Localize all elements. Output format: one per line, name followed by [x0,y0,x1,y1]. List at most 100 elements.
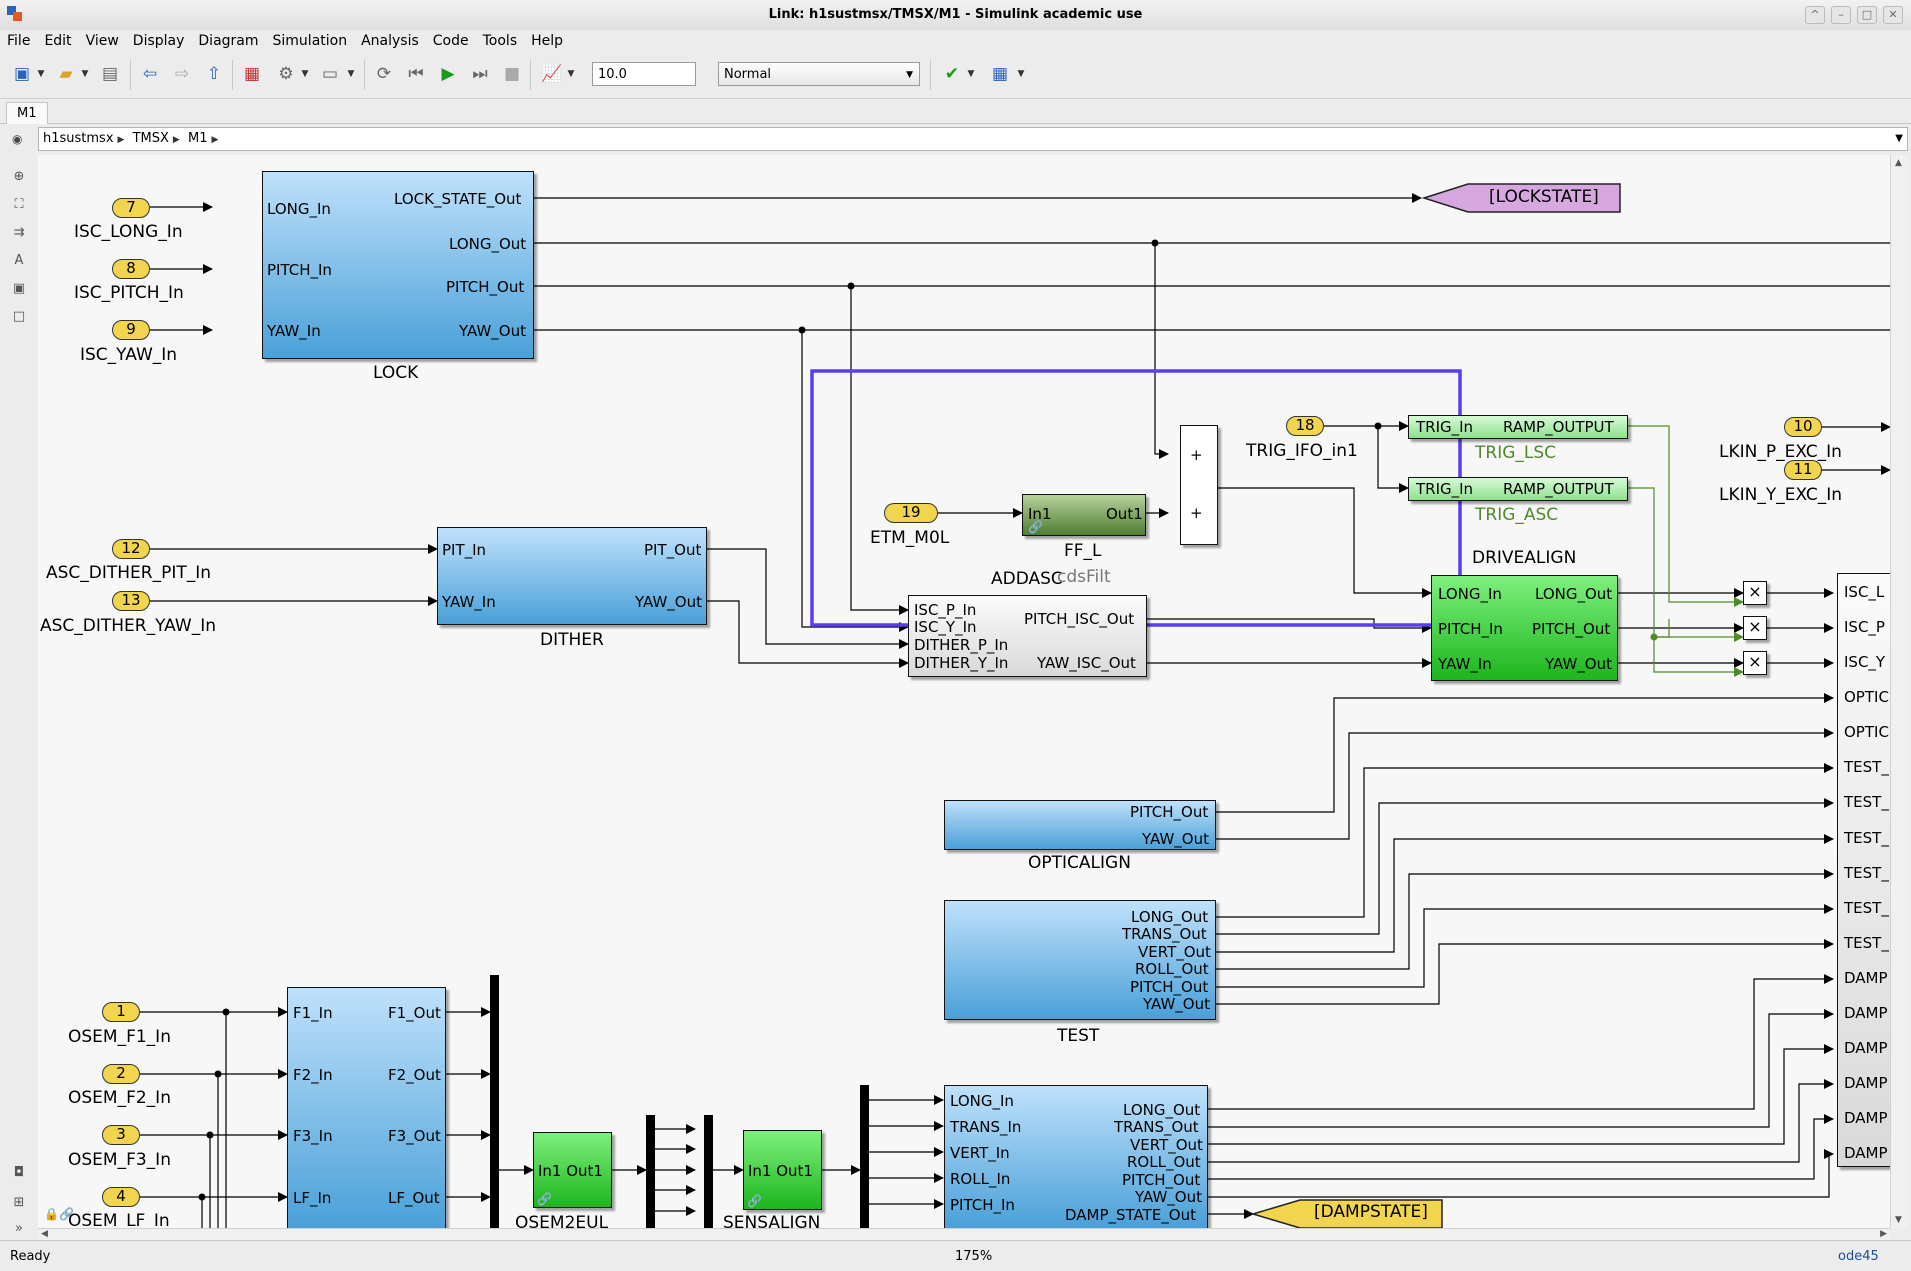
expand-icon[interactable]: » [15,1221,23,1236]
menu-display[interactable]: Display [132,33,185,49]
new-model-icon[interactable]: ▣ [13,64,31,84]
menu-code[interactable]: Code [432,33,469,49]
scroll-right-icon[interactable]: ▶ [1880,1229,1887,1239]
trig-asc-block[interactable] [1408,477,1628,501]
scope-icon[interactable]: 📈 [541,64,563,84]
forward-arrow-icon[interactable]: ⇨ [174,64,190,84]
damp-block[interactable] [944,1085,1208,1228]
menu-tools[interactable]: Tools [482,33,518,49]
lock-link-icon[interactable]: 🔒🔗 [44,1207,74,1221]
hide-browser-icon[interactable]: ◉ [12,132,23,146]
inport-10[interactable]: 10 [1784,417,1822,437]
scroll-left-icon[interactable]: ◀ [41,1229,48,1239]
product-block[interactable]: × [1743,616,1767,640]
build-dropdown-icon[interactable]: ▼ [1017,69,1025,79]
step-back-icon[interactable]: ⏮ [408,64,424,84]
product-block[interactable]: × [1743,581,1767,605]
sum-block[interactable] [1180,425,1218,545]
up-arrow-icon[interactable]: ⇧ [206,64,222,84]
lock-block[interactable] [262,171,534,359]
signal-arrow-icon[interactable]: ⇉ [13,225,25,240]
window-minimize-button[interactable]: – [1831,6,1851,24]
breadcrumb-item-h1sustmsx[interactable]: h1sustmsx [43,131,114,146]
product-block[interactable]: × [1743,651,1767,675]
inport-4[interactable]: 4 [102,1187,140,1207]
stop-icon[interactable]: ■ [503,64,521,84]
inport-11[interactable]: 11 [1784,460,1822,480]
inport-13[interactable]: 13 [112,591,150,611]
model-config-gear-icon[interactable]: ⚙ [278,64,294,84]
test-block[interactable] [944,900,1216,1020]
window-shade-button[interactable]: ^ [1805,6,1825,24]
osem2eul-block[interactable] [533,1132,612,1208]
breadcrumb-item-tmsx[interactable]: TMSX [132,131,169,146]
advisor-dropdown-icon[interactable]: ▼ [967,69,975,79]
inport-9[interactable]: 9 [112,320,150,340]
screenshot-icon[interactable]: ◘ [13,1165,25,1180]
new-dropdown-icon[interactable]: ▼ [37,69,45,79]
inport-3[interactable]: 3 [102,1125,140,1145]
right-subsystem-block[interactable] [1837,573,1890,1167]
status-text: Ready [10,1249,51,1264]
stop-time-input[interactable]: 10.0 [592,62,696,86]
vertical-scrollbar[interactable]: ▲ ▼ [1890,155,1908,1228]
breadcrumb-item-m1[interactable]: M1 [187,131,208,146]
open-folder-icon[interactable]: ▰ [59,64,73,84]
breadcrumb-dropdown-icon[interactable]: ▼ [1895,133,1903,144]
model-explorer-icon[interactable]: ▭ [321,64,339,84]
annotation-icon[interactable]: A [14,253,24,268]
area-icon[interactable]: □ [12,309,26,324]
goto-dampstate[interactable]: [DAMPSTATE] [1314,1202,1428,1222]
menu-view[interactable]: View [85,33,119,49]
open-dropdown-icon[interactable]: ▼ [81,69,89,79]
save-icon[interactable]: ▤ [101,64,119,84]
inport-1[interactable]: 1 [102,1002,140,1022]
menu-file[interactable]: File [7,33,31,49]
inport-12[interactable]: 12 [112,539,150,559]
addasc-block[interactable] [908,595,1147,677]
config-dropdown-icon[interactable]: ▼ [301,69,309,79]
trig-lsc-block[interactable] [1408,415,1628,439]
simulation-mode-select[interactable]: Normal▼ [718,62,920,86]
explorer-dropdown-icon[interactable]: ▼ [347,69,355,79]
block-overlay-label: cdsFilt [1057,567,1111,587]
diagram-canvas[interactable]: [LOCKSTATE] [DAMPSTATE] 7 ISC_LONG_In 8 … [38,155,1890,1228]
ff-l-block[interactable] [1022,494,1146,536]
horizontal-scrollbar[interactable]: ◀ ▶ [38,1228,1890,1241]
scroll-down-icon[interactable]: ▼ [1895,1215,1902,1225]
inport-19[interactable]: 19 [884,503,938,523]
opticalign-block[interactable] [944,800,1216,850]
sensalign-block[interactable] [743,1130,822,1210]
menu-diagram[interactable]: Diagram [198,33,259,49]
image-icon[interactable]: ▣ [12,281,26,296]
osem-input-block[interactable] [287,987,446,1228]
port-label: YAW_Out [1142,830,1209,848]
step-forward-icon[interactable]: ⏭ [472,64,488,84]
scroll-up-icon[interactable]: ▲ [1895,158,1902,168]
run-play-icon[interactable]: ▶ [441,64,455,84]
dither-block[interactable] [437,527,707,625]
menu-analysis[interactable]: Analysis [361,33,419,49]
back-arrow-icon[interactable]: ⇦ [142,64,158,84]
window-maximize-button[interactable]: □ [1857,6,1877,24]
inport-8[interactable]: 8 [112,259,150,279]
scope-dropdown-icon[interactable]: ▼ [567,69,575,79]
model-advisor-check-icon[interactable]: ✔ [944,64,960,84]
zoom-icon[interactable]: ⊕ [13,169,25,184]
tab-m1[interactable]: M1 [6,102,48,124]
drivealign-block[interactable] [1431,575,1618,681]
fit-to-view-icon[interactable]: ⛶ [14,197,24,212]
pause-step-icon[interactable]: ⟳ [376,64,392,84]
model-browser-icon[interactable]: ⊞ [13,1195,25,1210]
library-browser-icon[interactable]: ▦ [243,64,261,84]
inport-18[interactable]: 18 [1286,416,1324,436]
goto-lockstate[interactable]: [LOCKSTATE] [1489,187,1599,207]
inport-2[interactable]: 2 [102,1064,140,1084]
solver-link[interactable]: ode45 [1838,1249,1879,1264]
window-close-button[interactable]: ✕ [1883,6,1903,24]
menu-edit[interactable]: Edit [44,33,72,49]
build-grid-icon[interactable]: ▦ [991,64,1009,84]
menu-simulation[interactable]: Simulation [272,33,348,49]
inport-7[interactable]: 7 [112,198,150,218]
menu-help[interactable]: Help [531,33,564,49]
